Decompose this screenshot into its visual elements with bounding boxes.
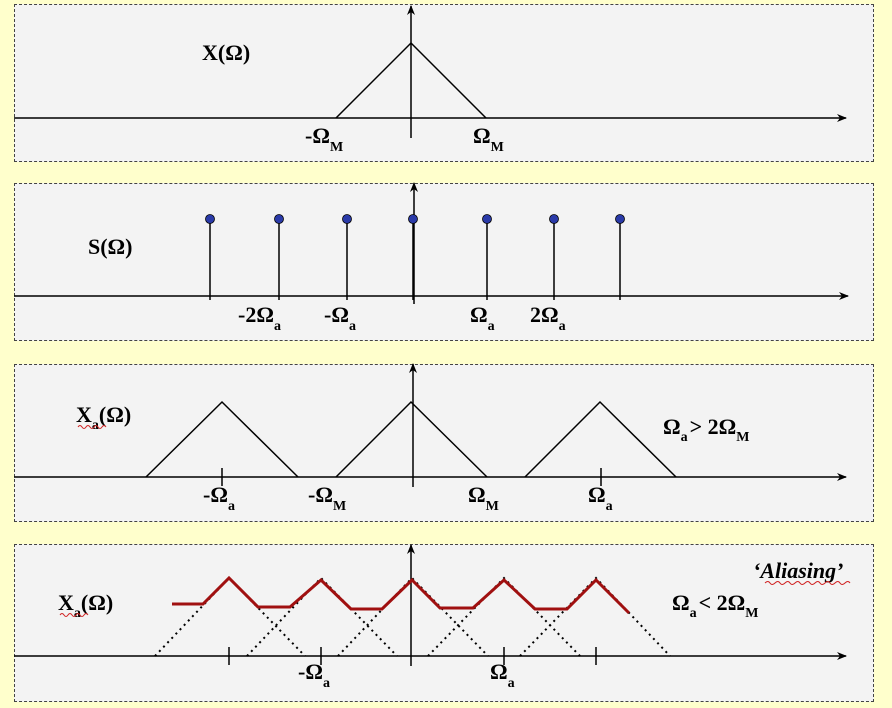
func-label-xa: Xa(Ω) bbox=[76, 402, 131, 433]
tick-label-omega-a: Ωa bbox=[588, 482, 613, 514]
replica-dotted-2 bbox=[246, 576, 398, 657]
tick-label-neg-omega-m: -ΩM bbox=[305, 123, 343, 155]
no-aliasing-condition: Ωa> 2ΩM bbox=[663, 414, 750, 445]
tick-label-neg-2-omega-a: -2Ωa bbox=[238, 302, 281, 334]
tick-label-2-omega-a: 2Ωa bbox=[530, 302, 566, 334]
spellcheck-underline bbox=[77, 425, 107, 429]
replica-dotted-1 bbox=[154, 576, 306, 657]
spellcheck-underline bbox=[764, 581, 851, 585]
tick-label-omega-a: Ωa bbox=[470, 302, 495, 334]
impulse-dot bbox=[549, 214, 559, 224]
panel-sampling-spectrum bbox=[14, 183, 874, 341]
replica-triangle-left bbox=[145, 400, 299, 478]
tick-label-neg-omega-a: -Ωa bbox=[324, 302, 356, 334]
impulse-dot bbox=[342, 214, 352, 224]
aliasing-title: ‘Aliasing’ bbox=[753, 558, 843, 583]
impulse-dot bbox=[274, 214, 284, 224]
panel-x-spectrum bbox=[14, 4, 874, 162]
func-label-s: S(Ω) bbox=[88, 234, 133, 259]
tick-label-neg-omega-a: -Ωa bbox=[298, 659, 330, 691]
overlapping-replicas bbox=[154, 576, 671, 657]
impulse-dot bbox=[408, 214, 418, 224]
tick-label-omega-m: ΩM bbox=[468, 482, 499, 514]
replica-triangle-center bbox=[335, 400, 488, 478]
impulse-dot bbox=[615, 214, 625, 224]
tick-label-neg-omega-a: -Ωa bbox=[203, 482, 235, 514]
impulse-dot bbox=[482, 214, 492, 224]
tick-label-omega-m: ΩM bbox=[473, 123, 504, 155]
aliased-sum-curve bbox=[172, 575, 631, 615]
func-label-x: X(Ω) bbox=[202, 40, 250, 65]
replica-dotted-3 bbox=[337, 576, 489, 657]
spellcheck-underline bbox=[59, 613, 89, 617]
impulse-train bbox=[205, 214, 625, 300]
aliasing-condition: Ωa< 2ΩM bbox=[672, 590, 759, 621]
tick-label-neg-omega-m: -ΩM bbox=[308, 482, 346, 514]
tick-label-omega-a: Ωa bbox=[490, 659, 515, 691]
panel-sampled-aliasing bbox=[14, 544, 874, 702]
replica-triangle-right bbox=[524, 400, 677, 478]
panel-sampled-no-aliasing bbox=[14, 364, 874, 522]
baseband-spectrum-triangle bbox=[335, 41, 487, 119]
impulse-dot bbox=[205, 214, 215, 224]
